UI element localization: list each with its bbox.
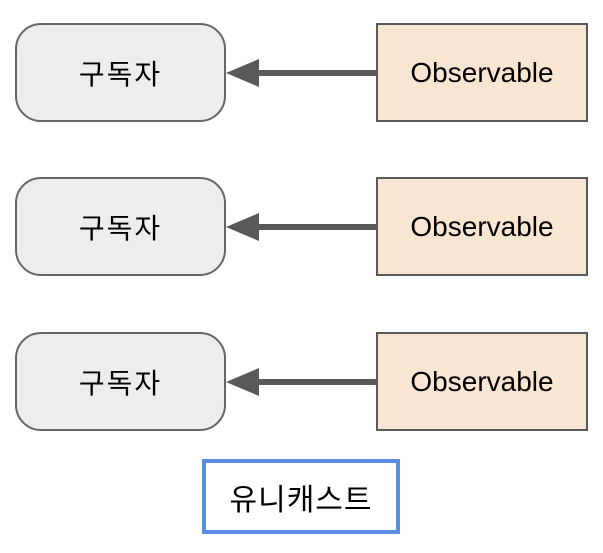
observable-label: Observable (410, 210, 554, 242)
subscriber-label: 구독자 (78, 58, 163, 90)
observable-box: Observable (376, 23, 588, 122)
arrow-line (256, 70, 376, 76)
subscriber-box: 구독자 (15, 177, 226, 276)
subscriber-box: 구독자 (15, 332, 226, 431)
arrowhead-left-icon (226, 213, 259, 241)
caption-label: 유니캐스트 (229, 483, 373, 517)
subscriber-label: 구독자 (78, 367, 163, 399)
unicast-row: 구독자 Observable (15, 177, 588, 276)
arrowhead-left-icon (226, 59, 259, 87)
caption-box: 유니캐스트 (202, 459, 400, 534)
observable-label: Observable (410, 56, 554, 88)
arrow-connector (226, 332, 376, 431)
observable-label: Observable (410, 365, 554, 397)
arrowhead-left-icon (226, 368, 259, 396)
arrow-connector (226, 177, 376, 276)
subscriber-box: 구독자 (15, 23, 226, 122)
unicast-row: 구독자 Observable (15, 23, 588, 122)
arrow-line (256, 379, 376, 385)
unicast-row: 구독자 Observable (15, 332, 588, 431)
arrow-connector (226, 23, 376, 122)
observable-box: Observable (376, 332, 588, 431)
observable-box: Observable (376, 177, 588, 276)
arrow-line (256, 224, 376, 230)
subscriber-label: 구독자 (78, 212, 163, 244)
